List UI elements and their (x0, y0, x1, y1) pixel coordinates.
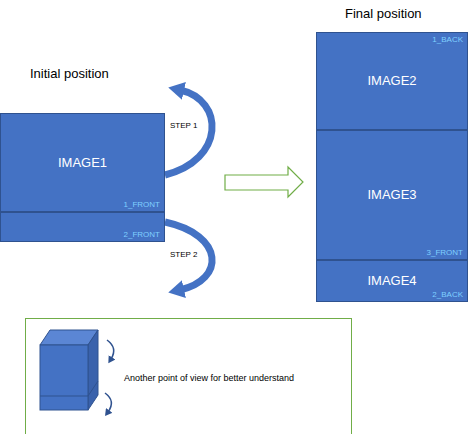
image-panel: IMAGE3 3_FRONT (316, 130, 468, 260)
position-heading: Initial position (30, 67, 109, 82)
image-panel: IMAGE1 1_FRONT (0, 113, 165, 212)
cube-fold (40, 396, 88, 397)
panel-name: IMAGE4 (367, 274, 416, 289)
step-label: STEP 2 (170, 250, 197, 259)
fold-arrow (105, 393, 111, 412)
face-tag: 3_FRONT (427, 248, 463, 257)
panel-name: IMAGE1 (58, 155, 107, 170)
position-heading: Final position (345, 7, 422, 22)
face-tag: 2_FRONT (124, 230, 160, 239)
face-tag: 1_BACK (432, 35, 463, 44)
note-text: Another point of view for better underst… (124, 373, 294, 383)
image-panel: IMAGE4 2_BACK (316, 260, 468, 302)
band-panel: 2_FRONT (0, 212, 165, 242)
panel-name: IMAGE3 (367, 188, 416, 203)
step-arrow (165, 90, 212, 175)
face-tag: 1_FRONT (124, 200, 160, 209)
cube-front (40, 345, 88, 410)
panel-name: IMAGE2 (367, 74, 416, 89)
cube-fold (88, 381, 98, 396)
cube-side (88, 330, 98, 410)
step-arrow (165, 222, 212, 290)
image-panel: IMAGE2 1_BACK (316, 32, 468, 130)
note-box: Another point of view for better underst… (25, 318, 352, 434)
step-label: STEP 1 (170, 121, 197, 130)
fold-arrow (107, 340, 114, 359)
face-tag: 2_BACK (432, 290, 463, 299)
transition-arrow (225, 167, 303, 197)
